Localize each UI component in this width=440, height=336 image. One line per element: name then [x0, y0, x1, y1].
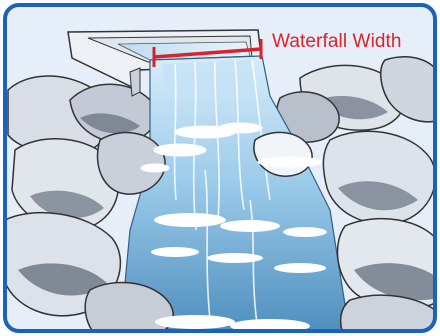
- waterfall-width-label: Waterfall Width: [270, 31, 404, 53]
- rock: [98, 133, 166, 195]
